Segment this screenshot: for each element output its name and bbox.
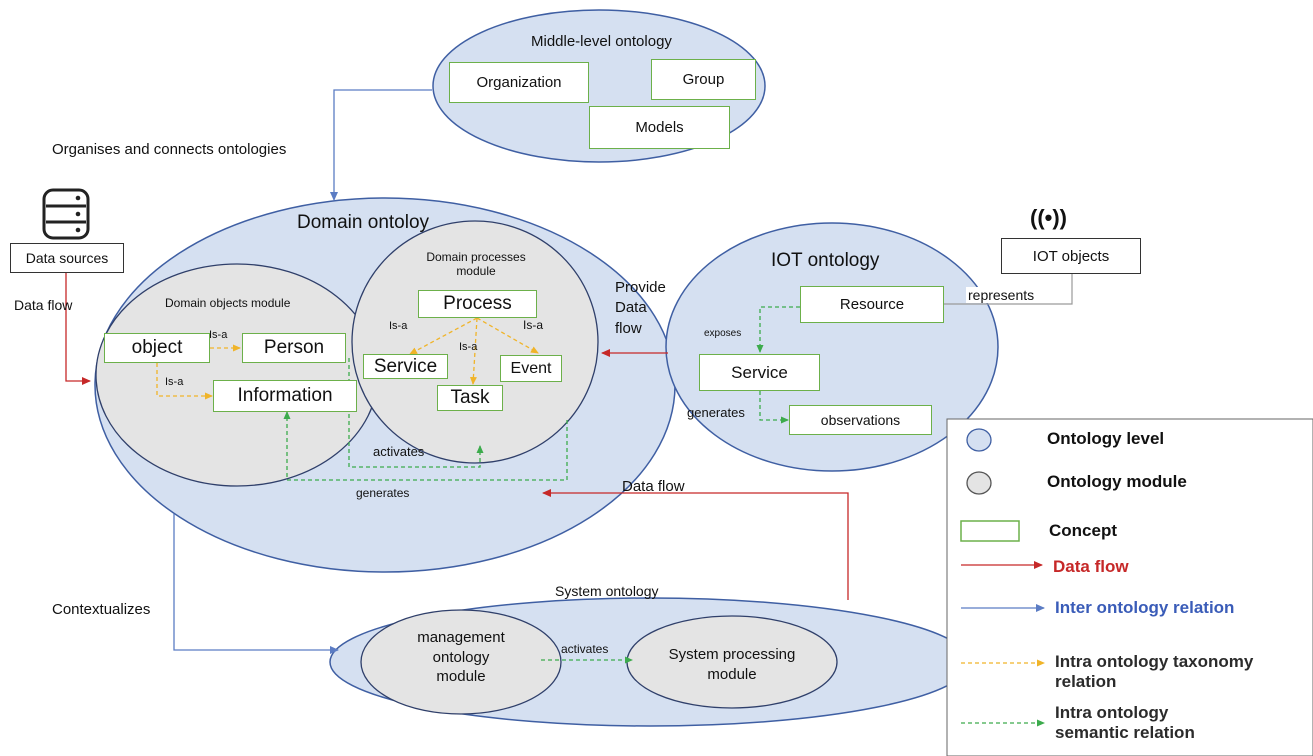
concept-observations: observations — [789, 405, 932, 435]
generates-domain-edge — [283, 411, 568, 481]
isa-information-label: Is-a — [165, 376, 184, 388]
system-processing-line2: module — [707, 665, 757, 683]
provide-line1: Provide — [615, 279, 666, 296]
data-flow-bottom-label: Data flow — [622, 478, 685, 495]
management-line2: ontology — [432, 648, 490, 666]
legend-ontology-level-swatch — [966, 428, 992, 452]
isa-event-edge — [476, 317, 539, 354]
organises-connects-edge — [330, 89, 432, 201]
exposes-edge — [756, 306, 800, 353]
data-flow-left-label: Data flow — [14, 297, 73, 313]
legend-concept: Concept — [1049, 521, 1117, 540]
activates-domain-label: activates — [373, 444, 425, 459]
management-module-label: management ontology module — [401, 628, 521, 687]
domain-title: Domain ontoloy — [297, 212, 430, 233]
provide-data-flow-label: Provide Data flow — [615, 278, 666, 339]
concept-object: object — [104, 333, 210, 363]
concept-organization: Organization — [449, 62, 589, 103]
isa-task-label: Is-a — [459, 341, 478, 353]
management-module-ellipse — [360, 609, 562, 715]
isa-service-edge — [409, 317, 478, 355]
isa-service-label: Is-a — [389, 320, 408, 332]
domain-objects-module-title: Domain objects module — [165, 296, 291, 310]
concept-service-domain: Service — [363, 354, 448, 379]
system-title: System ontology — [555, 583, 659, 599]
concept-information: Information — [213, 380, 357, 412]
concept-group: Group — [651, 59, 756, 100]
legend-intra-taxonomy-line2: relation — [1055, 672, 1117, 692]
activates-system-label: activates — [561, 642, 609, 656]
concept-process: Process — [418, 290, 537, 318]
domain-processes-title-line1: Domain processes — [426, 250, 526, 264]
data-flow-bottom-edge — [542, 489, 849, 600]
legend-ontology-module: Ontology module — [1047, 472, 1187, 491]
isa-event-label: Is-a — [523, 318, 544, 332]
legend-data-flow: Data flow — [1053, 557, 1129, 576]
legend-concept-swatch — [960, 520, 1020, 542]
concept-models: Models — [589, 106, 730, 149]
legend-intra-semantic: Intra ontology semantic relation — [1055, 703, 1195, 744]
broadcast-icon: ((•)) — [1030, 205, 1068, 230]
generates-domain-label: generates — [356, 486, 410, 500]
iot-title: IOT ontology — [771, 250, 880, 271]
data-sources-box: Data sources — [10, 243, 124, 273]
exposes-label: exposes — [704, 328, 742, 339]
legend-inter-relation: Inter ontology relation — [1055, 598, 1235, 617]
concept-event: Event — [500, 355, 562, 382]
organises-label: Organises and connects ontologies — [52, 141, 287, 158]
domain-processes-module-title: Domain processes module — [426, 250, 526, 279]
contextualizes-edge — [173, 514, 339, 654]
isa-information-edge — [156, 363, 213, 400]
represents-label: represents — [966, 287, 1037, 304]
generates-iot-edge — [759, 391, 789, 424]
generates-iot-label: generates — [687, 405, 745, 420]
middle-level-title: Middle-level ontology — [531, 33, 672, 50]
legend-ontology-level: Ontology level — [1047, 429, 1165, 448]
system-processing-line1: System processing — [668, 646, 796, 663]
legend-ontology-module-swatch — [966, 471, 992, 495]
iot-objects-box: IOT objects — [1001, 238, 1141, 274]
concept-task: Task — [437, 385, 503, 411]
contextualizes-label: Contextualizes — [52, 601, 151, 618]
domain-processes-title-line2: module — [456, 263, 496, 278]
legend-intra-taxonomy: Intra ontology taxonomy relation — [1055, 652, 1253, 693]
concept-service-iot: Service — [699, 354, 820, 391]
database-icon — [42, 188, 90, 240]
data-flow-left-edge — [65, 272, 91, 385]
legend-intra-taxonomy-line1: Intra ontology taxonomy — [1055, 652, 1254, 671]
legend-panel — [946, 418, 1313, 756]
concept-person: Person — [242, 333, 346, 363]
isa-person-label: Is-a — [209, 329, 228, 341]
provide-line2: Data — [615, 299, 647, 317]
management-line3: module — [436, 668, 486, 685]
concept-resource: Resource — [800, 286, 944, 323]
legend-intra-semantic-line1: Intra ontology — [1055, 703, 1169, 722]
provide-line3: flow — [615, 319, 642, 337]
represents-edge — [944, 274, 1073, 305]
system-processing-module-label: System processing module — [662, 645, 802, 684]
management-line1: management — [417, 629, 505, 646]
legend-intra-semantic-line2: semantic relation — [1055, 723, 1195, 743]
